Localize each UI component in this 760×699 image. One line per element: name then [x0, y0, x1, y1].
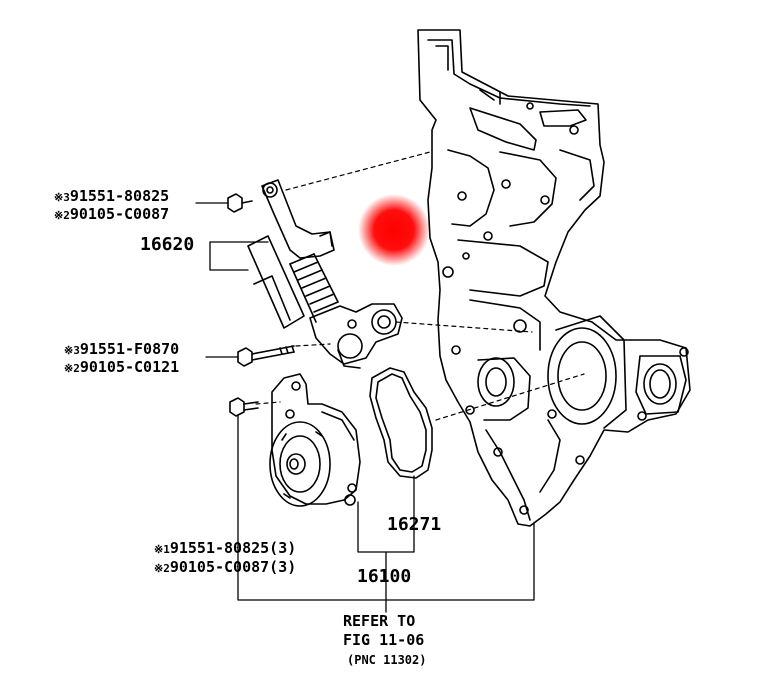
bolt-c-label-2[interactable]: ※290105-C0087(3) — [154, 557, 296, 576]
hotspot-marker[interactable] — [358, 194, 430, 266]
note-mark: ※3 — [54, 191, 70, 204]
note-mark: ※2 — [154, 562, 170, 575]
part-number: 91551-80825(3) — [169, 539, 297, 557]
bolts — [227, 193, 295, 417]
tensioner-label[interactable]: 16620 — [140, 234, 195, 255]
part-number: 90105-C0121 — [79, 358, 180, 376]
note-mark: ※2 — [54, 209, 70, 222]
bolt-b-label-1[interactable]: ※391551-F0870 — [64, 339, 179, 358]
part-number: 91551-F0870 — [79, 340, 180, 358]
part-number: 90105-C0087(3) — [169, 558, 297, 576]
bolt-a-label-2[interactable]: ※290105-C0087 — [54, 204, 169, 223]
refer-to-line-1[interactable]: REFER TO — [343, 612, 416, 630]
note-mark: ※3 — [64, 344, 80, 357]
part-number: 91551-80825 — [69, 187, 170, 205]
leader-lines — [195, 202, 535, 613]
note-mark: ※2 — [64, 362, 80, 375]
gasket — [369, 367, 433, 479]
refer-to-line-3[interactable]: (PNC 11302) — [347, 653, 427, 667]
bolt-b-label-2[interactable]: ※290105-C0121 — [64, 357, 179, 376]
belt-tensioner — [247, 179, 403, 369]
bolt-c-label-1[interactable]: ※191551-80825(3) — [154, 538, 296, 557]
bolt-a-label-1[interactable]: ※391551-80825 — [54, 186, 169, 205]
water-pump-label[interactable]: 16100 — [357, 566, 412, 587]
alignment-lines — [255, 151, 585, 421]
timing-cover — [417, 29, 691, 527]
note-mark: ※1 — [154, 543, 170, 556]
refer-to-line-2[interactable]: FIG 11-06 — [343, 631, 425, 649]
part-number: 90105-C0087 — [69, 205, 170, 223]
water-pump — [269, 373, 361, 507]
gasket-label[interactable]: 16271 — [387, 514, 442, 535]
